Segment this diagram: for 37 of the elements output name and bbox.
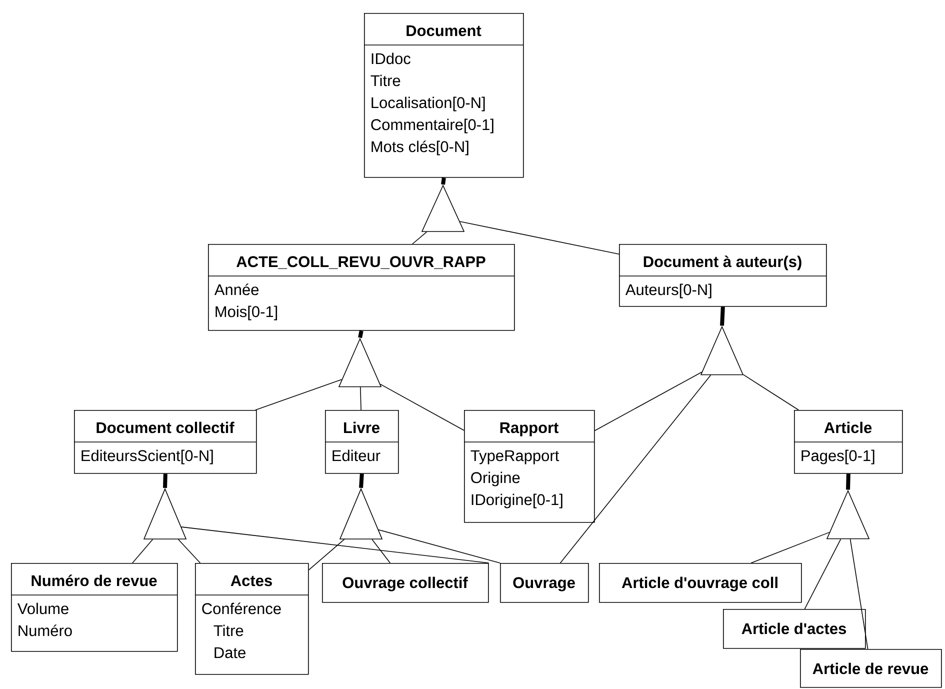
generalization-line	[178, 538, 201, 564]
class-box: Article d'ouvrage coll	[599, 563, 802, 603]
generalization-line	[380, 384, 464, 431]
generalization-line	[743, 374, 799, 410]
class-box: Article Pages[0-1]	[794, 410, 903, 474]
generalization-line	[255, 379, 342, 410]
generalization-line	[850, 538, 868, 650]
class-box: Rapport TypeRapport Origine IDorigine[0-1]	[464, 410, 595, 523]
class-box: Actes Conférence Titre Date	[194, 563, 309, 675]
generalization-line	[560, 374, 712, 564]
generalization-line	[804, 538, 842, 610]
generalization-line	[132, 538, 154, 564]
generalization-line	[441, 178, 446, 185]
generalization-line	[163, 474, 168, 488]
class-box: Document collectif EditeursScient[0-N]	[74, 410, 257, 474]
generalization-line	[372, 538, 391, 564]
class-box: Document à auteur(s) Auteurs[0-N]	[618, 244, 827, 307]
generalization-line	[360, 386, 362, 410]
class-box: Article d'actes	[723, 609, 866, 649]
generalization-line	[594, 372, 702, 432]
class-box: Article de revue	[800, 649, 942, 688]
generalization-line	[412, 232, 428, 244]
class-box: Ouvrage	[500, 563, 589, 603]
generalization-line	[459, 221, 620, 255]
class-box: Document IDdoc Titre Localisation[0-N] Commentaire[0-1] Mots clés[0-N]	[364, 13, 524, 178]
generalization-line	[846, 474, 850, 490]
generalization-line	[720, 306, 725, 326]
class-box: Livre Editeur	[324, 410, 399, 474]
class-box: Ouvrage collectif	[322, 563, 489, 603]
generalization-line	[358, 330, 364, 338]
generalization-line	[308, 538, 345, 570]
generalization-line	[378, 529, 500, 564]
class-box: ACTE_COLL_REVU_OUVR_RAPP Année Mois[0-1]	[208, 244, 515, 331]
generalization-line	[359, 474, 364, 488]
generalization-line	[180, 526, 490, 564]
generalization-line	[750, 532, 830, 564]
class-box: Numéro de revue Volume Numéro	[10, 563, 178, 652]
